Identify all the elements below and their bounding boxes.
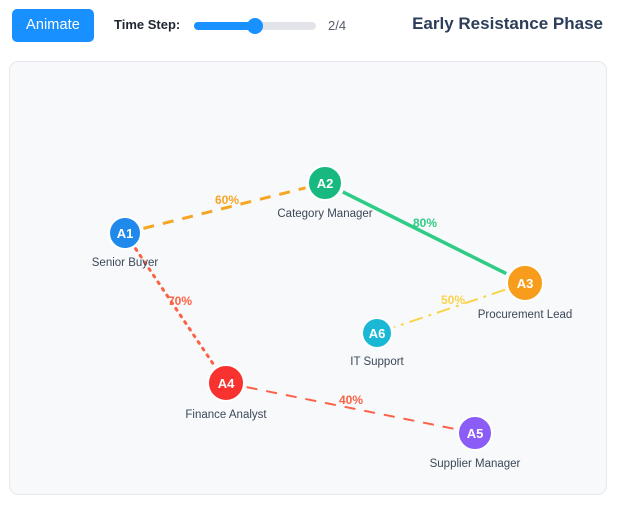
node-id-text: A5: [466, 425, 484, 441]
edge-weight-label: 80%: [412, 216, 438, 230]
node-id-text: A3: [516, 275, 534, 291]
node-role-label: Supplier Manager: [429, 458, 521, 470]
edge-weight-label: 40%: [338, 393, 364, 407]
graph-node-a1[interactable]: A1: [108, 216, 142, 250]
graph-node-a6[interactable]: A6: [361, 317, 393, 349]
graph-node-a3[interactable]: A3: [506, 264, 544, 302]
graph-edge: [134, 247, 216, 368]
node-id-text: A2: [316, 175, 334, 191]
toolbar: Animate Time Step: 2/4 Early Resistance …: [0, 0, 617, 55]
node-id-text: A4: [217, 375, 235, 391]
graph-edge: [393, 288, 506, 329]
time-step-slider[interactable]: [194, 18, 316, 34]
node-role-label: Senior Buyer: [91, 257, 159, 269]
node-id-text: A1: [116, 225, 134, 241]
graph-node-a2[interactable]: A2: [307, 165, 343, 201]
graph-edge: [143, 186, 306, 230]
animate-button[interactable]: Animate: [12, 9, 94, 42]
time-step-value: 2/4: [328, 18, 347, 33]
slider-thumb[interactable]: [247, 18, 263, 34]
time-step-label: Time Step:: [114, 17, 181, 32]
node-role-label: IT Support: [350, 356, 404, 368]
node-role-label: Category Manager: [277, 208, 373, 220]
node-role-label: Procurement Lead: [477, 309, 573, 321]
slider-fill: [194, 22, 255, 30]
graph-edges-layer: [134, 186, 507, 431]
graph-node-a5[interactable]: A5: [457, 415, 493, 451]
node-id-text: A6: [368, 325, 386, 341]
graph-edge: [246, 386, 456, 431]
edge-weight-label: 70%: [167, 294, 193, 308]
node-role-label: Finance Analyst: [185, 409, 267, 421]
edge-weight-label: 60%: [214, 193, 240, 207]
edge-weight-label: 50%: [440, 293, 466, 307]
graph-node-a4[interactable]: A4: [207, 364, 245, 402]
phase-title: Early Resistance Phase: [412, 14, 603, 33]
graph-edge: [342, 190, 507, 276]
